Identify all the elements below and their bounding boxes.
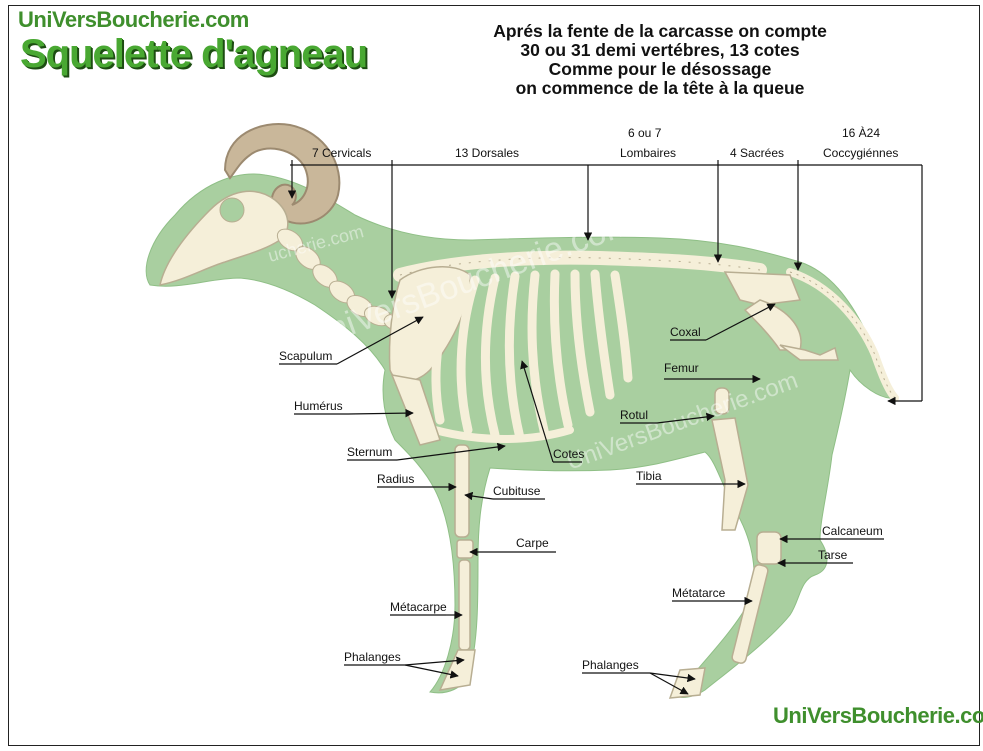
label-sternum: Sternum bbox=[347, 445, 392, 459]
label-lombaires-count: 6 ou 7 bbox=[628, 126, 662, 140]
label-metatarce: Métatarce bbox=[672, 586, 726, 600]
label-cotes: Cotes bbox=[553, 447, 584, 461]
label-sacrees: 4 Sacrées bbox=[730, 146, 784, 160]
label-coxal: Coxal bbox=[670, 325, 701, 339]
label-tarse: Tarse bbox=[818, 548, 848, 562]
label-coccygiennes: Coccygiénnes bbox=[823, 146, 898, 160]
label-coccygiennes-count: 16 À24 bbox=[842, 125, 880, 140]
label-tibia: Tibia bbox=[636, 469, 662, 483]
label-cubituse: Cubituse bbox=[493, 484, 541, 498]
label-humerus: Humérus bbox=[294, 399, 343, 413]
label-carpe: Carpe bbox=[516, 536, 549, 550]
label-calcaneum: Calcaneum bbox=[822, 524, 883, 538]
label-phalanges-front: Phalanges bbox=[344, 650, 401, 664]
label-metacarpe: Métacarpe bbox=[390, 600, 447, 614]
label-phalanges-rear: Phalanges bbox=[582, 658, 639, 672]
label-lombaires: Lombaires bbox=[620, 146, 676, 160]
label-rotul: Rotul bbox=[620, 408, 648, 422]
label-scapulum: Scapulum bbox=[279, 349, 332, 363]
eye-socket bbox=[220, 198, 244, 222]
label-cervicals: 7 Cervicals bbox=[312, 146, 371, 160]
label-dorsales: 13 Dorsales bbox=[455, 146, 519, 160]
label-radius: Radius bbox=[377, 472, 414, 486]
label-femur: Femur bbox=[664, 361, 699, 375]
